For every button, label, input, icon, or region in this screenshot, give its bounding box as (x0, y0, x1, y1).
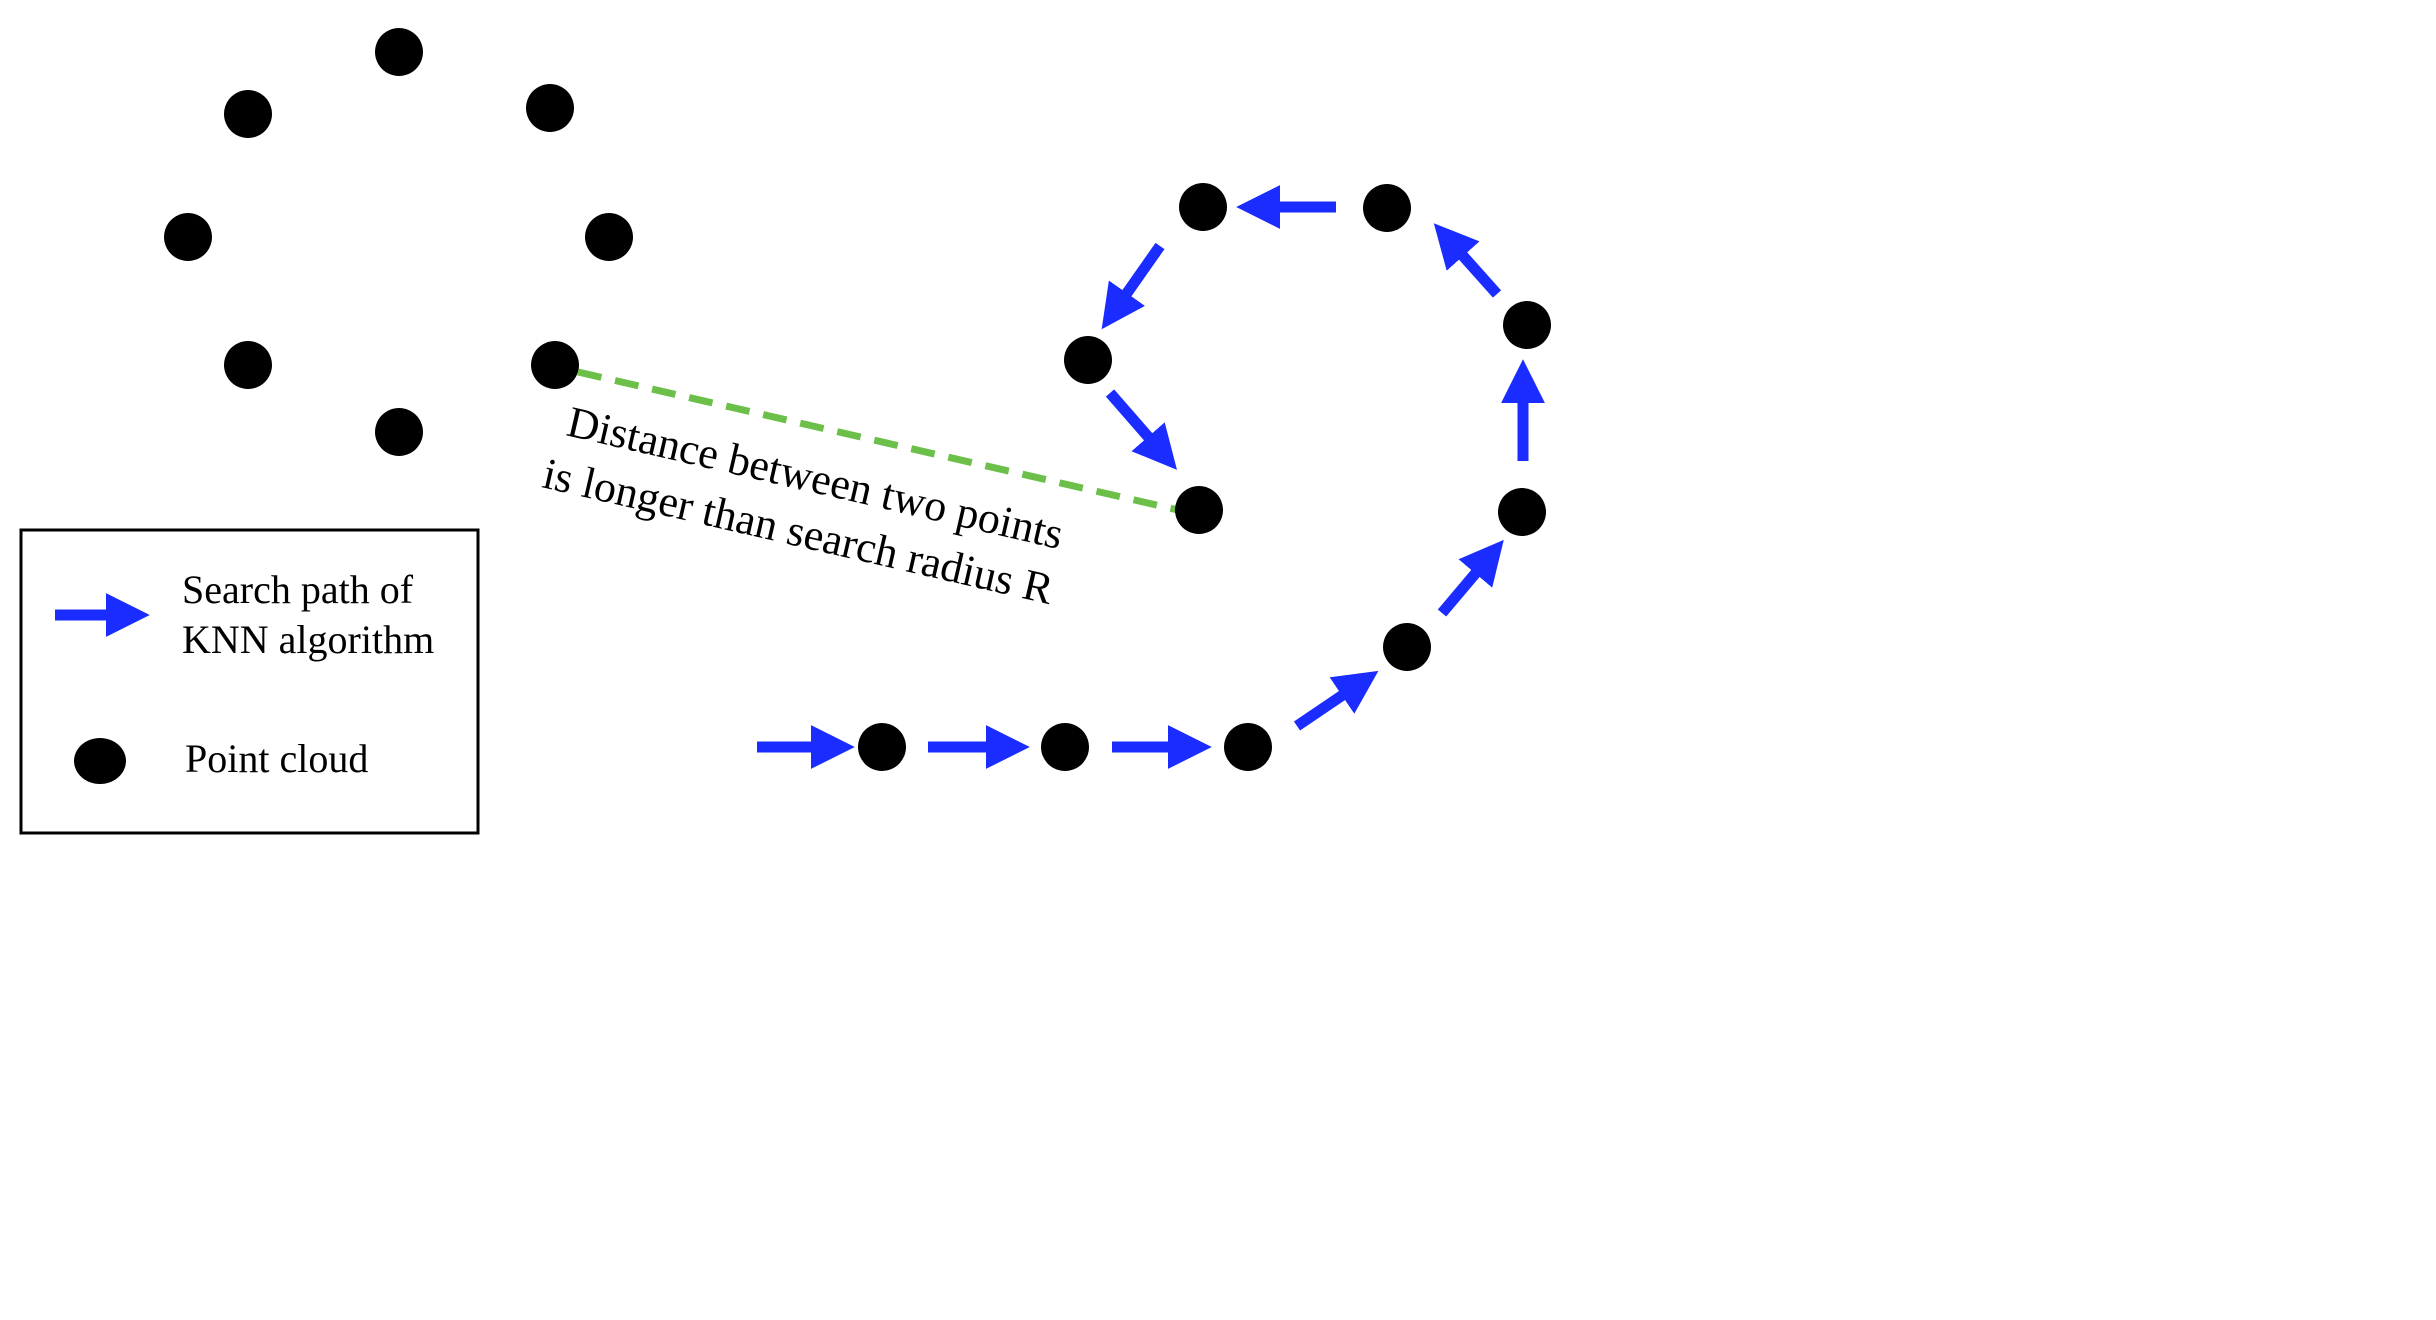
point-cloud-point (585, 213, 633, 261)
point-cloud-point (526, 84, 574, 132)
diagram-canvas: Distance between two points is longer th… (19, 28, 1551, 835)
point-cloud-point (1179, 183, 1227, 231)
right-point-path (858, 183, 1551, 771)
point-cloud-point (1064, 336, 1112, 384)
search-path-arrow (1101, 242, 1165, 330)
legend-arrow-label-line1: Search path of (182, 567, 414, 612)
point-cloud-point (858, 723, 906, 771)
search-path-arrow (1437, 539, 1504, 617)
search-path-arrow (1433, 223, 1502, 298)
point-cloud-point (164, 213, 212, 261)
legend: Search path of KNN algorithm Point cloud (19, 528, 480, 835)
legend-arrow-label-line2: KNN algorithm (182, 617, 434, 662)
legend-point-icon (74, 738, 126, 784)
search-path-arrows (757, 185, 1545, 769)
point-cloud-point (224, 341, 272, 389)
point-cloud-point (1224, 723, 1272, 771)
point-cloud-point (1383, 623, 1431, 671)
point-cloud-point (224, 90, 272, 138)
left-point-cluster (164, 28, 633, 456)
point-cloud-point (1041, 723, 1089, 771)
search-path-arrow (1293, 670, 1379, 731)
point-cloud-point (531, 341, 579, 389)
point-cloud-point (1503, 301, 1551, 349)
distance-dashed-line (577, 368, 1179, 514)
search-path-arrow (1105, 389, 1178, 470)
point-cloud-point (1175, 486, 1223, 534)
point-cloud-point (1363, 184, 1411, 232)
legend-point-label: Point cloud (185, 736, 368, 781)
point-cloud-point (1498, 488, 1546, 536)
point-cloud-point (375, 408, 423, 456)
point-cloud-point (375, 28, 423, 76)
knn-diagram: Distance between two points is longer th… (0, 0, 1560, 845)
